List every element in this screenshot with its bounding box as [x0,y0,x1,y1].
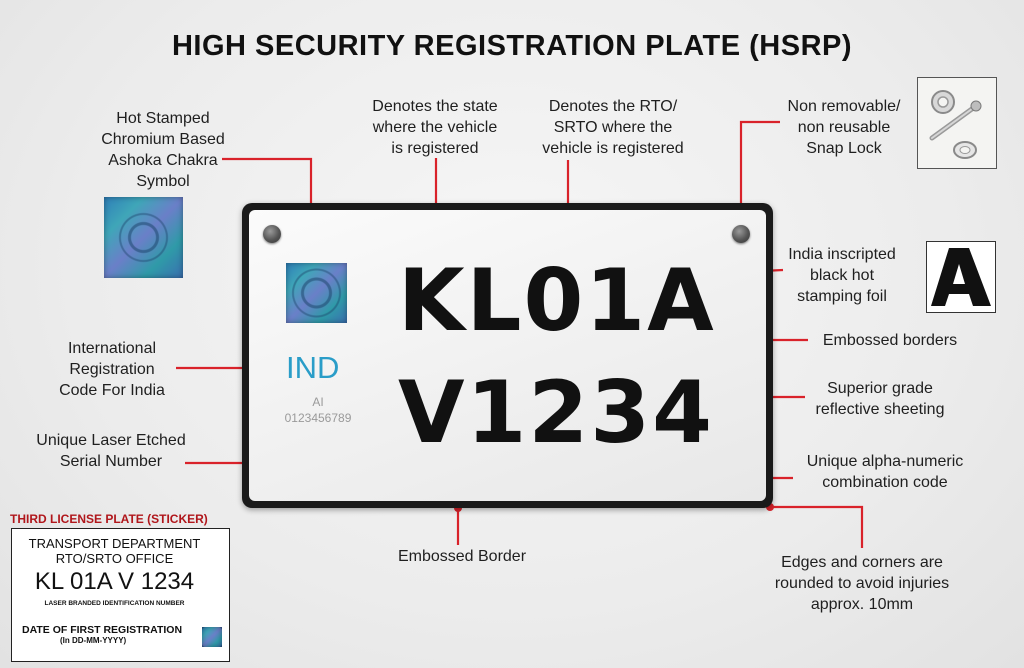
sticker-dept: TRANSPORT DEPARTMENT [28,536,201,551]
snap-lock-icon [929,90,982,159]
ashoka-chakra-hologram [104,197,183,278]
callout-snap-lock: Non removable/ non reusable Snap Lock [787,98,901,157]
sticker-office: RTO/SRTO OFFICE [55,551,174,566]
callout-foil: India inscripted black hot stamping foil [788,246,896,305]
license-plate-face [249,210,766,501]
sticker-heading: THIRD LICENSE PLATE (STICKER) [10,512,208,526]
sticker-laser-text: LASER BRANDED IDENTIFICATION NUMBER [44,600,185,607]
callout-rto: Denotes the RTO/ SRTO where the vehicle … [542,98,684,157]
rivet-right [732,225,750,243]
plate-line-1: KL01A [398,251,716,351]
serial-block: AI 0123456789 [278,394,358,426]
page-title: HIGH SECURITY REGISTRATION PLATE (HSRP) [171,30,853,62]
rivet-left [263,225,281,243]
sticker-date-block: DATE OF FIRST REGISTRATION (In DD-MM-YYY… [22,624,202,645]
sticker-date-label: DATE OF FIRST REGISTRATION [22,624,183,636]
callout-state: Denotes the state where the vehicle is r… [372,98,498,157]
serial-prefix: AI [312,395,324,409]
country-code: IND [286,350,340,385]
sticker-date-format: (In DD-MM-YYYY) [60,636,127,645]
callout-laser-serial: Unique Laser Etched Serial Number [36,432,186,470]
leader-edges [770,505,864,548]
plate-line-2: V1234 [398,363,714,463]
sticker-hologram [202,627,222,647]
plate-hologram [286,263,347,323]
serial-number: 0123456789 [284,411,352,425]
sticker-reg: KL 01A V 1234 [34,568,195,595]
foil-a-icon [931,248,991,306]
callout-embossed-border: Embossed Border [397,548,527,565]
third-plate-sticker: TRANSPORT DEPARTMENT RTO/SRTO OFFICE KL … [11,528,230,662]
leader-snap-lock [739,120,780,212]
callout-chakra: Hot Stamped Chromium Based Ashoka Chakra… [101,110,225,190]
callout-edges: Edges and corners are rounded to avoid i… [774,554,950,613]
callout-intl-code: International Registration Code For Indi… [59,340,165,399]
callout-alpha-numeric: Unique alpha-numeric combination code [806,453,964,491]
callout-embossed-borders: Embossed borders [822,332,958,349]
callout-reflective: Superior grade reflective sheeting [815,380,945,418]
foil-sample [926,241,996,313]
snap-lock-image [917,77,997,169]
